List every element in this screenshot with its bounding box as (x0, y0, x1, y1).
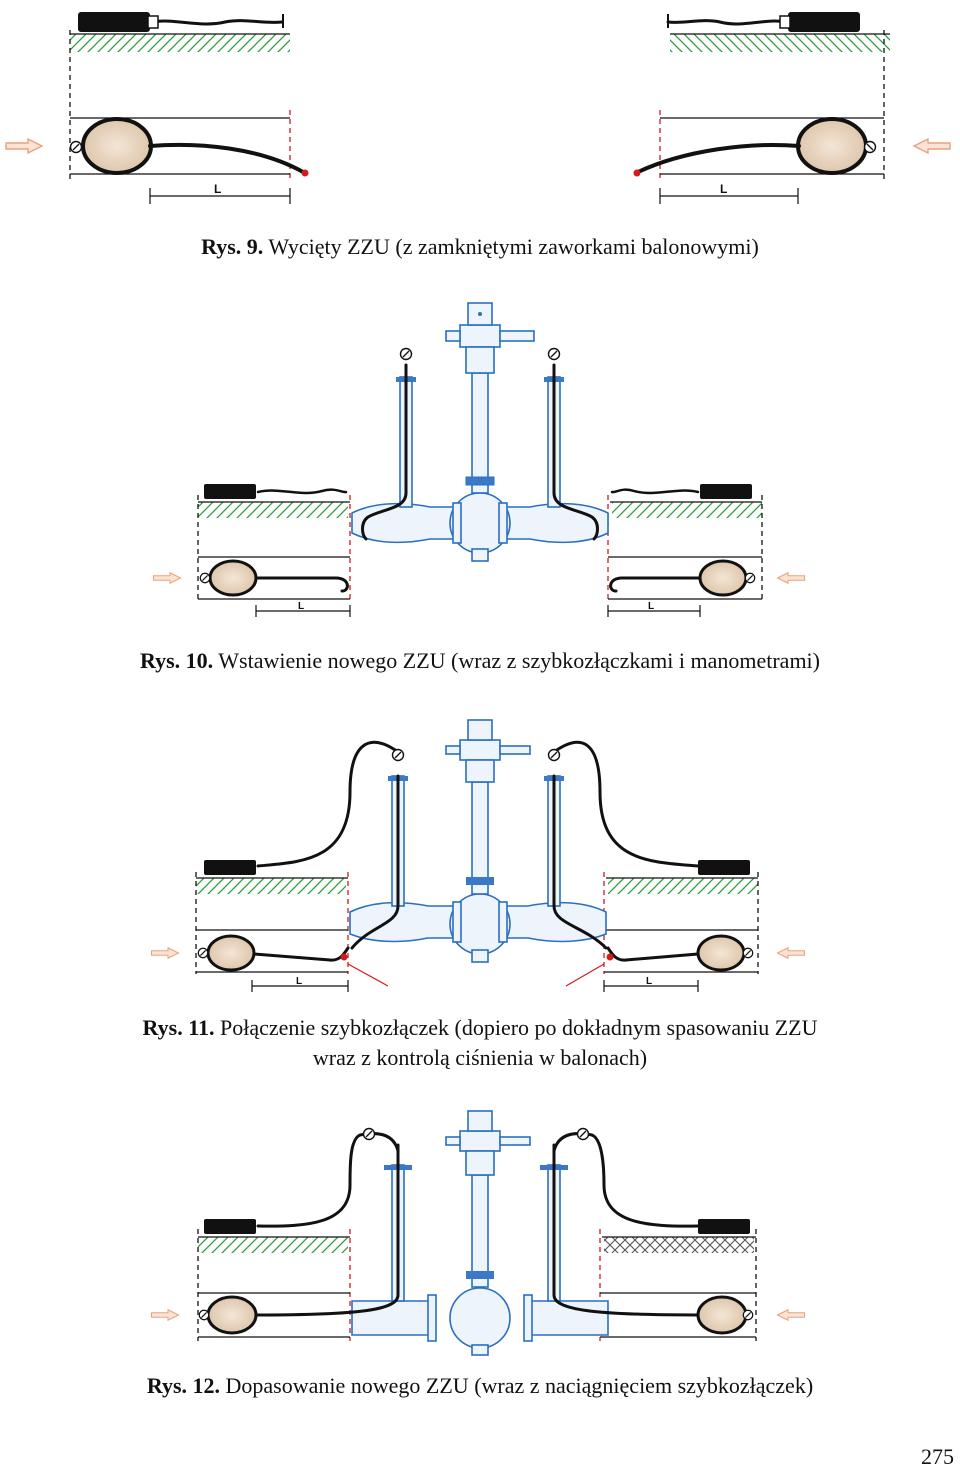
pressure-gauge-icon (362, 1127, 376, 1141)
balloon-bag-icon (204, 860, 256, 875)
rys11-right-ground (565, 860, 806, 992)
figure-caption: Wycięty ZZU (z zamkniętymi zaworkami bal… (268, 234, 759, 259)
rys9-left-section: L (5, 12, 309, 204)
caption-rys11: Rys. 11. Połączenie szybkozłączek (dopie… (0, 1013, 960, 1073)
ground-grass (70, 34, 290, 52)
balloon-bag-icon (204, 1219, 256, 1234)
figure-rys12 (150, 1110, 806, 1356)
balloon-icon (208, 559, 258, 597)
caption-rys12: Rys. 12. Dopasowanie nowego ZZU (wraz z … (0, 1371, 960, 1401)
balloon-bag-icon (204, 484, 256, 499)
flow-arrow-icon (5, 138, 43, 154)
dimension-label: L (646, 976, 652, 987)
rys9-right-section (633, 12, 951, 204)
dimension-label: L (720, 182, 727, 196)
pressure-gauge-icon (198, 1309, 210, 1321)
pressure-gauge-icon (69, 140, 83, 154)
figure-caption: Wstawienie nowego ZZU (wraz z szybkozłąc… (218, 648, 820, 673)
dimension-label: L (648, 601, 654, 612)
figure-rys10: L L (152, 302, 806, 617)
caption-rys10: Rys. 10. Wstawienie nowego ZZU (wraz z s… (0, 646, 960, 676)
zzu-fitting (254, 1110, 700, 1356)
figure-rys9: L L (5, 12, 951, 204)
figure-caption-line2: wraz z kontrolą ciśnienia w balonach) (312, 1045, 648, 1070)
pressure-gauge-icon (199, 572, 211, 584)
rys11-left-ground: L (150, 860, 389, 992)
balloon-icon (206, 1295, 258, 1335)
dimension-label: L (296, 976, 302, 987)
flow-arrow-icon (150, 1309, 180, 1321)
page-number: 275 (921, 1444, 954, 1469)
figure-label: Rys. 9. (201, 234, 264, 259)
zzu-fitting (351, 302, 609, 562)
figure-rys11: L L (150, 719, 806, 992)
zzu-fitting (256, 719, 700, 963)
rys12-right-ground (599, 1219, 806, 1341)
caption-rys9: Rys. 9. Wycięty ZZU (z zamkniętymi zawor… (0, 232, 960, 262)
balloon-bag-icon (78, 12, 150, 32)
figure-label: Rys. 10. (140, 648, 214, 673)
dimension-label: L (214, 182, 221, 196)
figure-caption: Dopasowanie nowego ZZU (wraz z naciągnię… (225, 1373, 814, 1398)
flow-arrow-icon (152, 572, 182, 584)
ground-hatched (604, 1237, 754, 1253)
rys10-right-ground (607, 484, 806, 617)
pressure-gauge-icon (197, 947, 209, 959)
balloon-icon (81, 117, 153, 175)
flow-arrow-icon (150, 947, 180, 959)
balloon-icon (206, 934, 256, 972)
rys12-left-ground (150, 1219, 351, 1341)
figure-label: Rys. 12. (146, 1373, 221, 1398)
figure-label: Rys. 11. (142, 1015, 215, 1040)
figure-caption: Połączenie szybkozłączek (dopiero po dok… (219, 1015, 818, 1040)
pressure-gauge-icon (399, 347, 413, 361)
rys10-left-ground: L (152, 484, 351, 617)
dimension-label: L (298, 601, 304, 612)
pressure-gauge-icon (391, 748, 405, 762)
